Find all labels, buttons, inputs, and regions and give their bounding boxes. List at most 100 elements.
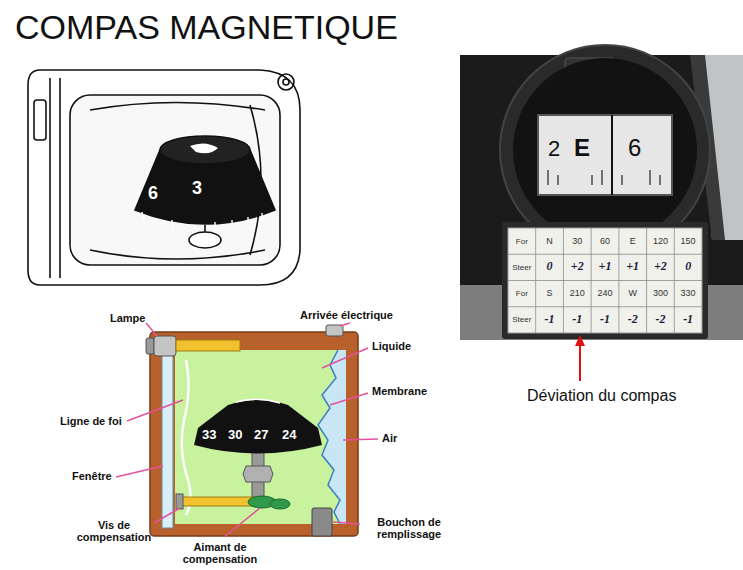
- table-cell: For: [508, 289, 536, 298]
- table-cell: 0: [674, 260, 702, 274]
- compass-drawing: [28, 70, 300, 285]
- compass-drawing: [261, 213, 262, 220]
- pointer-arrow: [575, 335, 585, 346]
- compass-drawing: [160, 136, 250, 164]
- leader-line: [333, 522, 360, 524]
- card-number: 3: [192, 178, 202, 199]
- compass-photo: [591, 228, 592, 333]
- part-label: Ligne de foi: [60, 415, 122, 428]
- table-cell: For: [508, 237, 536, 246]
- table-cell: W: [619, 288, 647, 298]
- leader-line: [154, 508, 180, 523]
- card-heading: 2: [548, 136, 560, 161]
- part-label: Fenêtre: [72, 470, 112, 483]
- compass-cutaway: [176, 494, 183, 509]
- part-label: Arrivée électrique: [300, 309, 393, 322]
- compass-cutaway: [243, 466, 273, 482]
- compass-photo: [548, 170, 660, 185]
- table-cell: -1: [591, 313, 619, 327]
- leader-line: [146, 323, 157, 336]
- table-cell: +2: [563, 260, 591, 274]
- compass-cutaway: [318, 350, 340, 524]
- table-cell: 300: [647, 288, 675, 298]
- compass-photo: [601, 170, 602, 185]
- part-label: Liquide: [372, 340, 411, 353]
- leader-line: [116, 466, 163, 477]
- table-cell: -1: [563, 313, 591, 327]
- compass-drawing: [190, 143, 218, 153]
- table-cell: N: [536, 236, 564, 246]
- compass-cutaway: [270, 499, 290, 509]
- compass-photo: [674, 228, 675, 333]
- compass-cutaway: [312, 508, 332, 536]
- compass-drawing: [49, 78, 51, 278]
- card-number: 6: [148, 183, 158, 204]
- compass-drawing: [189, 232, 221, 248]
- compass-photo: [535, 228, 536, 333]
- compass-photo: [460, 55, 743, 340]
- compass-cutaway: [175, 350, 346, 524]
- table-cell: E: [619, 236, 647, 246]
- compass-photo: [611, 115, 613, 195]
- compass-drawing: [247, 217, 248, 225]
- compass-drawing: [283, 79, 289, 85]
- card-heading: 6: [628, 134, 641, 162]
- leader-line: [224, 508, 260, 537]
- pointer-arrow: [579, 344, 581, 381]
- compass-cutaway: [176, 340, 240, 351]
- compass-cutaway: [180, 497, 256, 506]
- table-cell: 120: [647, 236, 675, 246]
- part-label: Vis de compensation: [72, 519, 156, 543]
- compass-drawing: [214, 222, 215, 232]
- compass-drawing: [204, 225, 206, 232]
- leader-line: [127, 400, 183, 421]
- compass-cutaway: [194, 400, 322, 454]
- compass-drawing: [70, 95, 280, 265]
- compass-cutaway: [150, 332, 358, 536]
- table-cell: +1: [591, 260, 619, 274]
- compass-photo: [508, 228, 702, 333]
- compass-photo: [460, 45, 743, 340]
- leader-line: [116, 323, 378, 537]
- caption-label: Déviation du compas: [527, 387, 676, 405]
- compass-photo: [621, 175, 622, 185]
- compass-photo: [557, 175, 558, 185]
- compass-photo: [547, 170, 548, 185]
- part-label: Air: [382, 432, 397, 445]
- compass-photo: [646, 228, 647, 333]
- part-label: Bouchon de remplissage: [364, 516, 454, 540]
- leader-line: [343, 439, 378, 440]
- compass-photo: [591, 175, 592, 185]
- table-cell: S: [536, 288, 564, 298]
- compass-photo: [508, 254, 702, 255]
- table-cell: 60: [591, 236, 619, 246]
- compass-photo: [618, 228, 619, 333]
- compass-photo: [508, 228, 702, 333]
- compass-cutaway: [236, 399, 280, 403]
- leader-line: [330, 393, 368, 405]
- leader-line: [322, 348, 368, 368]
- part-label: Membrane: [372, 385, 427, 398]
- compass-cutaway: [326, 325, 343, 336]
- compass-drawing: [278, 74, 294, 90]
- compass-drawing: [34, 100, 46, 140]
- compass-drawing: [172, 220, 173, 230]
- table-cell: -2: [619, 313, 647, 327]
- table-cell: +1: [619, 260, 647, 274]
- card-number: 33: [202, 428, 216, 443]
- table-cell: +2: [647, 260, 675, 274]
- compass-drawing: [90, 250, 265, 259]
- compass-photo: [563, 228, 564, 333]
- compass-cutaway: [154, 336, 176, 356]
- compass-cutaway: [182, 360, 191, 515]
- compass-cutaway: [318, 350, 346, 524]
- compass-photo: [508, 280, 702, 281]
- compass-drawing: [231, 220, 232, 228]
- compass-drawing: [142, 212, 262, 232]
- compass-photo: [538, 115, 672, 195]
- card-number: 24: [282, 428, 296, 443]
- part-label: Aimant de compensation: [178, 541, 262, 565]
- card-number: 30: [228, 428, 242, 443]
- compass-photo: [659, 175, 660, 185]
